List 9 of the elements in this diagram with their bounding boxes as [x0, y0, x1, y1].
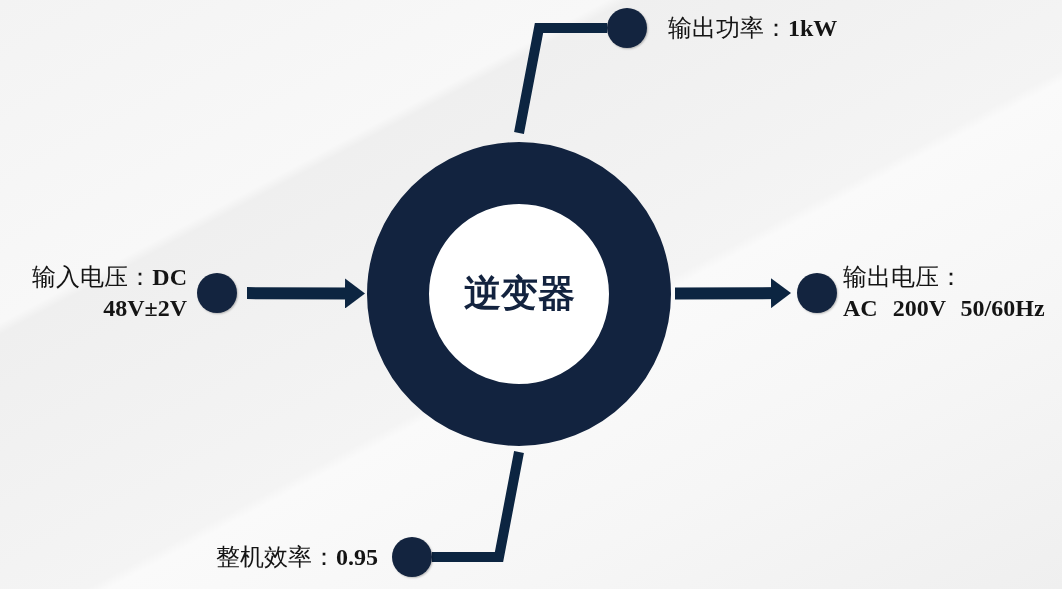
- callout-text: 输出功率：1kW: [668, 13, 838, 43]
- callout-text: 输入电压：DC 48V±2V: [31, 263, 187, 323]
- connector-line: [514, 23, 607, 134]
- arrow: [674, 278, 791, 309]
- arrow: [246, 278, 365, 309]
- connector-line: [432, 451, 524, 562]
- callout-text: 整机效率：0.95: [216, 542, 378, 572]
- callout-text: 输出电压：AC 200V 50/60Hz: [843, 263, 1045, 323]
- center-label: 逆变器: [463, 272, 575, 316]
